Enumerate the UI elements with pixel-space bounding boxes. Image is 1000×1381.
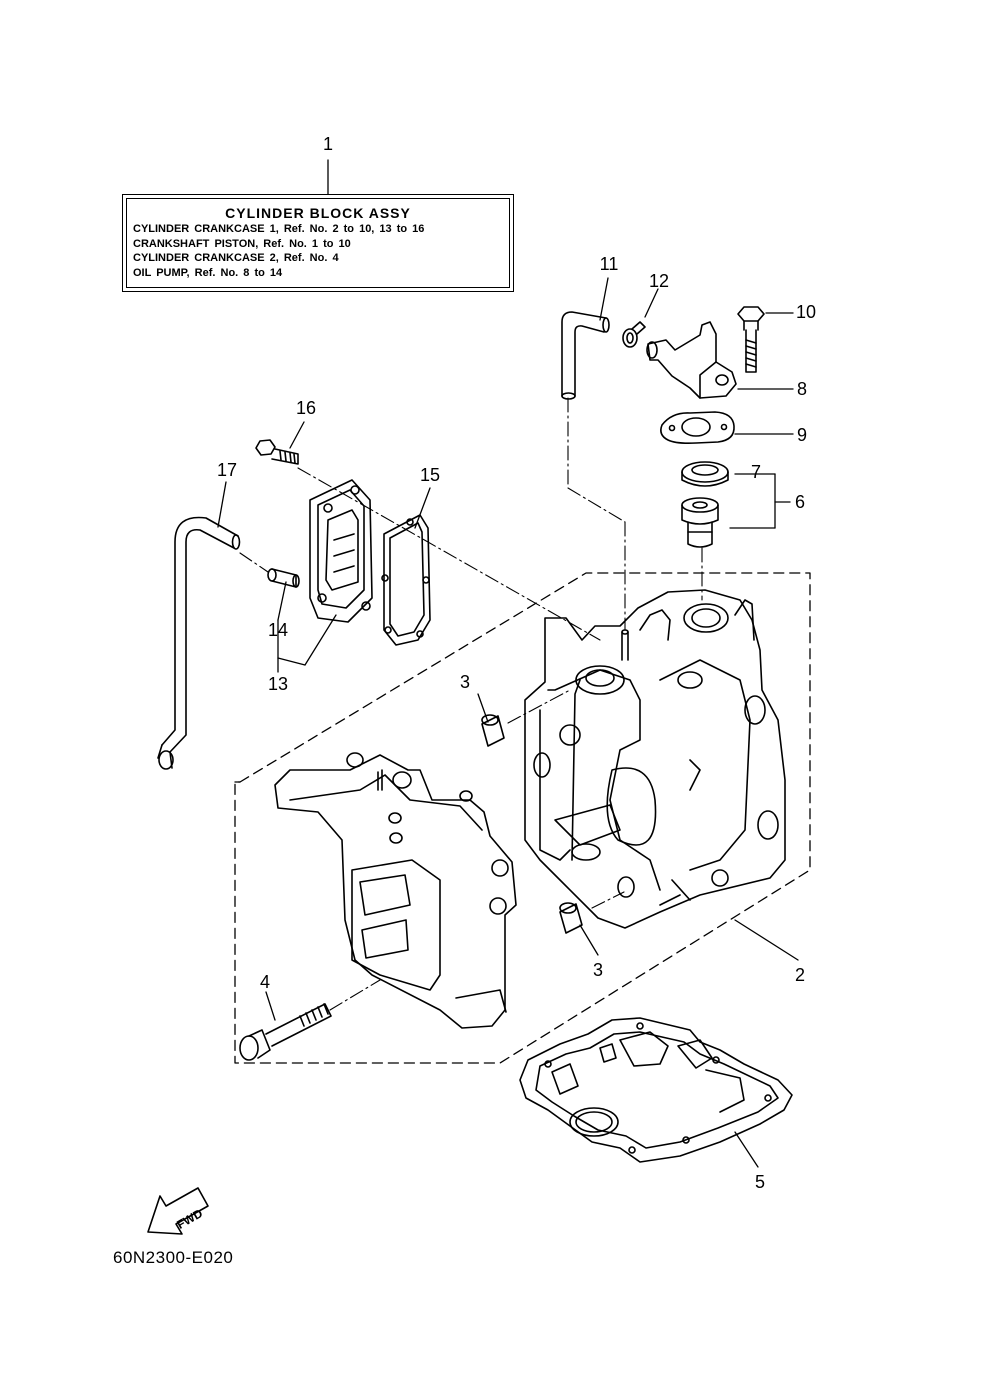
spec-line-1: CYLINDER CRANKCASE 1, Ref. No. 2 to 10, … <box>133 223 425 235</box>
cover-13 <box>309 479 373 623</box>
bolt-10 <box>737 306 765 373</box>
callout-10: 10 <box>795 302 817 322</box>
callout-6: 6 <box>794 492 805 512</box>
cylinder-block-2 <box>524 589 786 929</box>
gasket-5 <box>519 1017 793 1163</box>
bolt-14 <box>267 568 300 588</box>
callout-3-lower: 3 <box>592 960 603 980</box>
spec-line-3: CYLINDER CRANKCASE 2, Ref. No. 4 <box>133 252 339 264</box>
assembly-outline <box>234 572 811 1064</box>
assembly-spec-box: CYLINDER BLOCK ASSY CYLINDER CRANKCASE 1… <box>122 194 514 292</box>
callout-4: 4 <box>259 972 270 992</box>
gasket-15 <box>381 514 431 646</box>
spec-title: CYLINDER BLOCK ASSY <box>225 205 411 221</box>
leader-lines <box>217 159 799 1168</box>
cover-8 <box>646 321 737 399</box>
callout-15: 15 <box>419 465 441 485</box>
callout-13: 13 <box>267 674 289 694</box>
alignment-lines <box>239 397 703 1011</box>
callout-16: 16 <box>295 398 317 418</box>
gasket-9 <box>660 411 735 444</box>
dowel-3-lower <box>559 902 583 934</box>
callout-9: 9 <box>796 425 807 445</box>
crankcase-4 <box>274 752 517 1029</box>
callout-17: 17 <box>216 460 238 480</box>
spec-line-4: OIL PUMP, Ref. No. 8 to 14 <box>133 266 283 279</box>
callout-2: 2 <box>794 965 805 985</box>
callout-8: 8 <box>796 379 807 399</box>
hose-17 <box>157 516 241 770</box>
callout-12: 12 <box>648 271 670 291</box>
forward-arrow-icon <box>147 1187 209 1235</box>
callout-3-upper: 3 <box>459 672 470 692</box>
clip-12 <box>622 321 646 348</box>
bolt-16 <box>255 439 299 465</box>
callout-14: 14 <box>267 620 289 640</box>
callout-1: 1 <box>322 134 333 154</box>
callout-7: 7 <box>750 462 761 482</box>
diagram-code: 60N2300-E020 <box>113 1248 234 1267</box>
hose-11 <box>561 311 610 400</box>
callout-5: 5 <box>754 1172 765 1192</box>
thermostat-6 <box>681 497 719 548</box>
seal-7 <box>681 461 729 487</box>
callout-11: 11 <box>599 254 619 274</box>
spec-line-2: CRANKSHAFT PISTON, Ref. No. 1 to 10 <box>133 237 351 250</box>
bolt-4 <box>239 1003 332 1061</box>
dowel-3-upper <box>481 714 505 747</box>
